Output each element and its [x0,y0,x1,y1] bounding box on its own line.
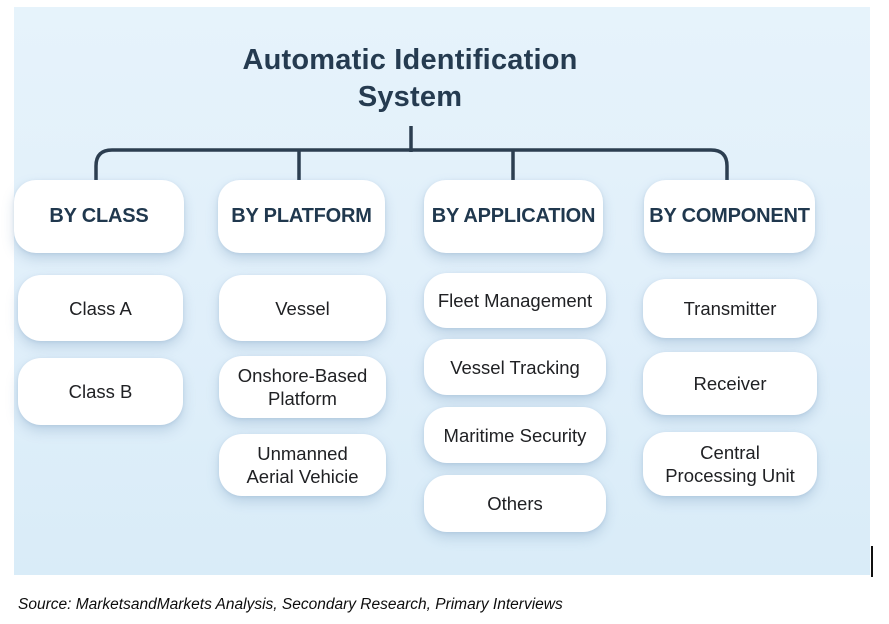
node-others: Others [424,475,606,532]
node-vessel: Vessel [219,275,386,341]
node-transmitter: Transmitter [643,279,817,338]
diagram-title: Automatic Identification System [242,44,578,113]
node-central-processing-unit: Central Processing Unit [643,432,817,496]
node-unmanned-aerial-vehicle: Unmanned Aerial Vehicie [219,434,386,496]
node-class-b: Class B [18,358,183,425]
node-maritime-security: Maritime Security [424,407,606,463]
node-onshore-based-platform: Onshore-Based Platform [219,356,386,418]
header-by-application: BY APPLICATION [424,180,603,253]
node-vessel-tracking: Vessel Tracking [424,339,606,395]
header-by-class: BY CLASS [14,180,184,253]
header-by-platform: BY PLATFORM [218,180,385,253]
node-class-a: Class A [18,275,183,341]
header-by-component: BY COMPONENT [644,180,815,253]
node-fleet-management: Fleet Management [424,273,606,328]
source-note: Source: MarketsandMarkets Analysis, Seco… [18,596,563,613]
node-receiver: Receiver [643,352,817,415]
stray-mark [871,546,873,577]
